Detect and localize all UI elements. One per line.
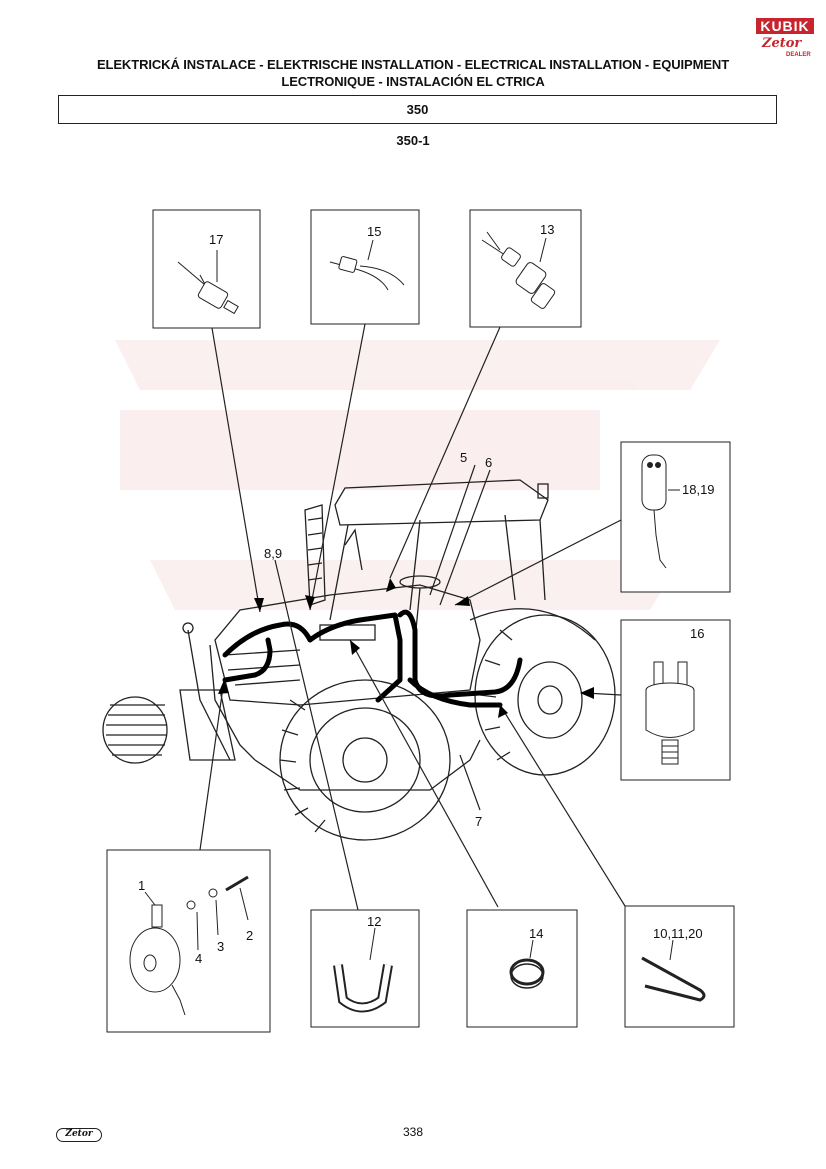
title-line-2: LECTRONIQUE - INSTALACIÓN EL CTRICA: [281, 74, 545, 89]
brand-tag: DEALER: [786, 52, 811, 58]
watermark: [115, 340, 720, 610]
callout-12: 12: [367, 914, 381, 929]
detail-box-13: 13: [469, 209, 582, 328]
callout-3: 3: [217, 939, 224, 954]
detail-box-16: 16: [620, 619, 731, 781]
footer-logo: Zetor: [56, 1128, 102, 1142]
callout-16: 16: [690, 626, 704, 641]
callout-14: 14: [529, 926, 543, 941]
callout-1: 1: [138, 878, 145, 893]
detail-box-18-19: 18,19: [620, 441, 731, 593]
subsection-number: 350-1: [396, 133, 430, 148]
detail-box-12: 12: [310, 909, 420, 1028]
callout-4: 4: [195, 951, 202, 966]
section-number-box: 350: [58, 95, 777, 124]
callout-15: 15: [367, 224, 381, 239]
leader-lines: [199, 323, 626, 911]
callout-17: 17: [209, 232, 223, 247]
page-number: 338: [402, 1125, 424, 1139]
title-line-1: ELEKTRICKÁ INSTALACE - ELEKTRISCHE INSTA…: [96, 57, 730, 72]
callout-18-19: 18,19: [682, 482, 715, 497]
tractor-drawing: [102, 479, 616, 841]
detail-box-10-11-20: 10,11,20: [624, 905, 735, 1028]
callout-7: 7: [475, 814, 482, 829]
page-title: ELEKTRICKÁ INSTALACE - ELEKTRISCHE INSTA…: [40, 56, 786, 90]
section-number: 350: [406, 102, 429, 117]
brand-logo: KUBIK Zetor DEALER: [756, 14, 814, 60]
brand-name: KUBIK: [756, 18, 814, 34]
callout-2: 2: [246, 928, 253, 943]
callout-8-9: 8,9: [264, 546, 282, 561]
callout-13: 13: [540, 222, 554, 237]
callout-5: 5: [460, 450, 467, 465]
detail-box-15: 15: [310, 209, 420, 325]
leader-arrows: [218, 578, 594, 718]
brand-sub: Zetor: [762, 36, 802, 51]
detail-box-14: 14: [466, 909, 578, 1028]
wiring-harness: [222, 609, 523, 708]
callout-10-11-20: 10,11,20: [653, 926, 703, 941]
detail-box-17: 17: [152, 209, 261, 329]
detail-box-horn: 1 2 3 4: [106, 849, 271, 1033]
callout-6: 6: [485, 455, 492, 470]
